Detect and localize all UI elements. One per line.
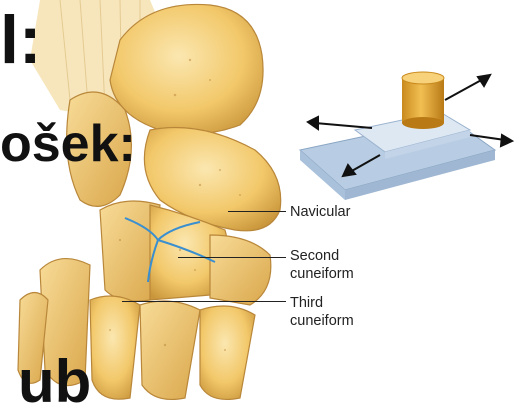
navicular-leader-line bbox=[228, 211, 286, 212]
slide-heading-bottom: ub bbox=[18, 352, 91, 412]
third-cuneiform-label: Third cuneiform bbox=[290, 294, 354, 330]
plane-joint-diagram-icon bbox=[0, 0, 529, 404]
second-cuneiform-leader-line bbox=[178, 257, 286, 258]
slide-heading-middle: ošek: bbox=[0, 118, 136, 170]
navicular-label: Navicular bbox=[290, 203, 350, 221]
slide-heading-top: l: bbox=[0, 6, 42, 74]
second-cuneiform-label: Second cuneiform bbox=[290, 247, 354, 283]
third-cuneiform-leader-line bbox=[122, 301, 286, 302]
